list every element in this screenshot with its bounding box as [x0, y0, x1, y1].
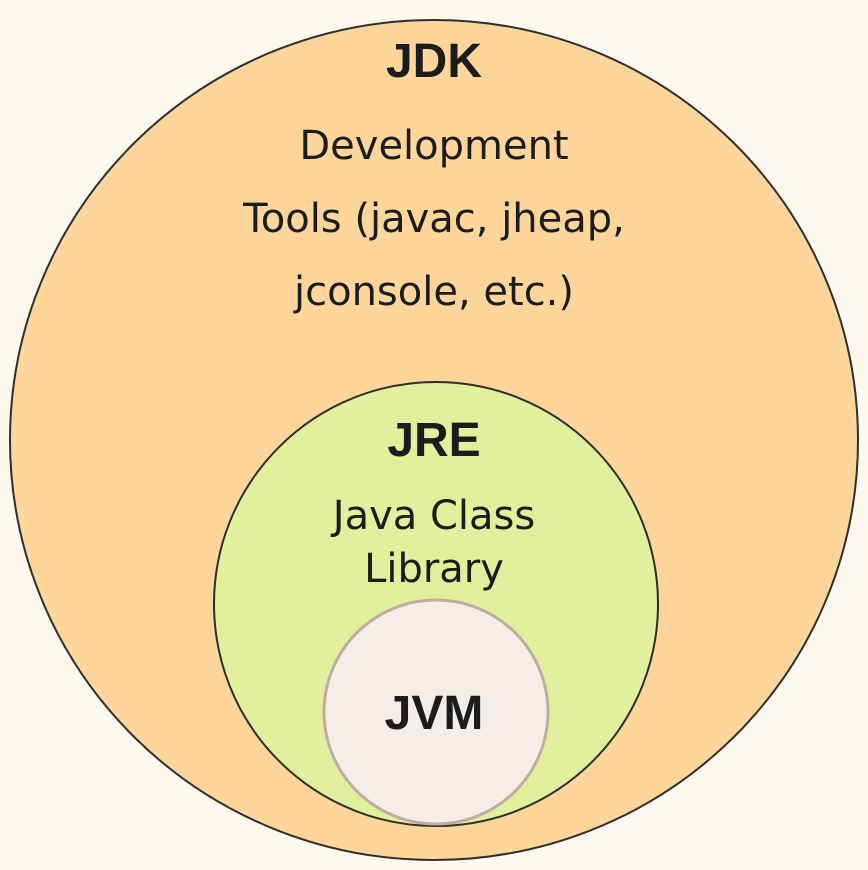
jre-description-line-2: Library: [364, 546, 504, 592]
jdk-description-line-1: Development: [299, 123, 569, 169]
jvm-title: JVM: [384, 687, 484, 740]
jre-description-line-1: Java Class: [332, 493, 536, 539]
jdk-description-line-3: jconsole, etc.): [294, 269, 574, 315]
jre-title: JRE: [387, 414, 481, 467]
jdk-description-line-2: Tools (javac, jheap,: [243, 196, 625, 242]
jdk-title: JDK: [385, 35, 483, 88]
jvm-circle: [322, 598, 550, 826]
